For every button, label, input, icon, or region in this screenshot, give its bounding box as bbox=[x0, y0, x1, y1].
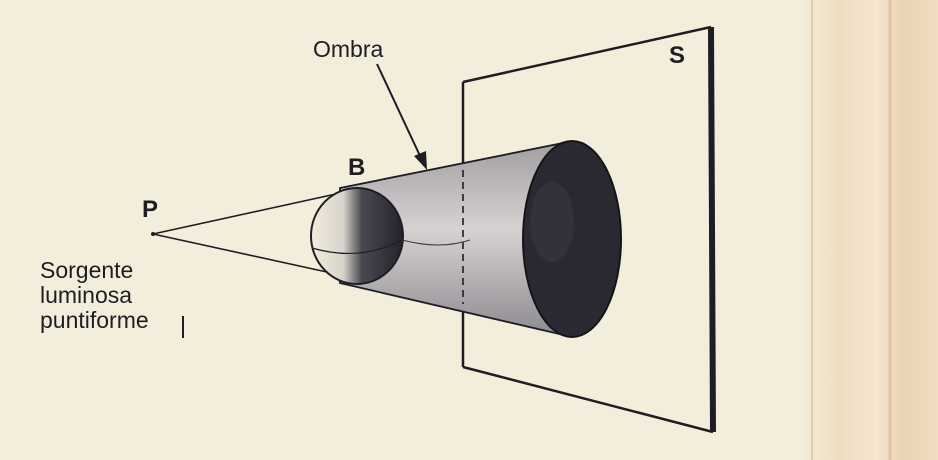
screen-bottom-edge bbox=[462, 365, 714, 434]
light-ray-bottom bbox=[152, 233, 346, 277]
opaque-ball bbox=[310, 187, 404, 285]
page-binding-edge bbox=[800, 0, 938, 460]
screen-top-edge bbox=[462, 25, 712, 84]
cone-contour-line bbox=[401, 239, 471, 246]
source-caption: Sorgente luminosa puntiforme bbox=[40, 258, 149, 333]
screen-right-edge bbox=[708, 26, 716, 433]
light-ray-top bbox=[152, 191, 346, 235]
source-caption-line: luminosa bbox=[40, 282, 133, 308]
ball-label: B bbox=[348, 154, 366, 181]
light-source-point bbox=[151, 232, 155, 236]
ball-equator-line bbox=[311, 239, 403, 255]
source-caption-line: Sorgente bbox=[40, 257, 134, 283]
source-caption-line: puntiforme bbox=[40, 307, 149, 333]
point-label: P bbox=[142, 196, 159, 223]
ombra-arrow-head bbox=[414, 151, 427, 170]
screen-label: S bbox=[669, 42, 686, 69]
ombra-arrow-line bbox=[376, 63, 422, 159]
shadow-label: Ombra bbox=[313, 36, 384, 62]
shadow-disc-shade bbox=[530, 182, 574, 262]
